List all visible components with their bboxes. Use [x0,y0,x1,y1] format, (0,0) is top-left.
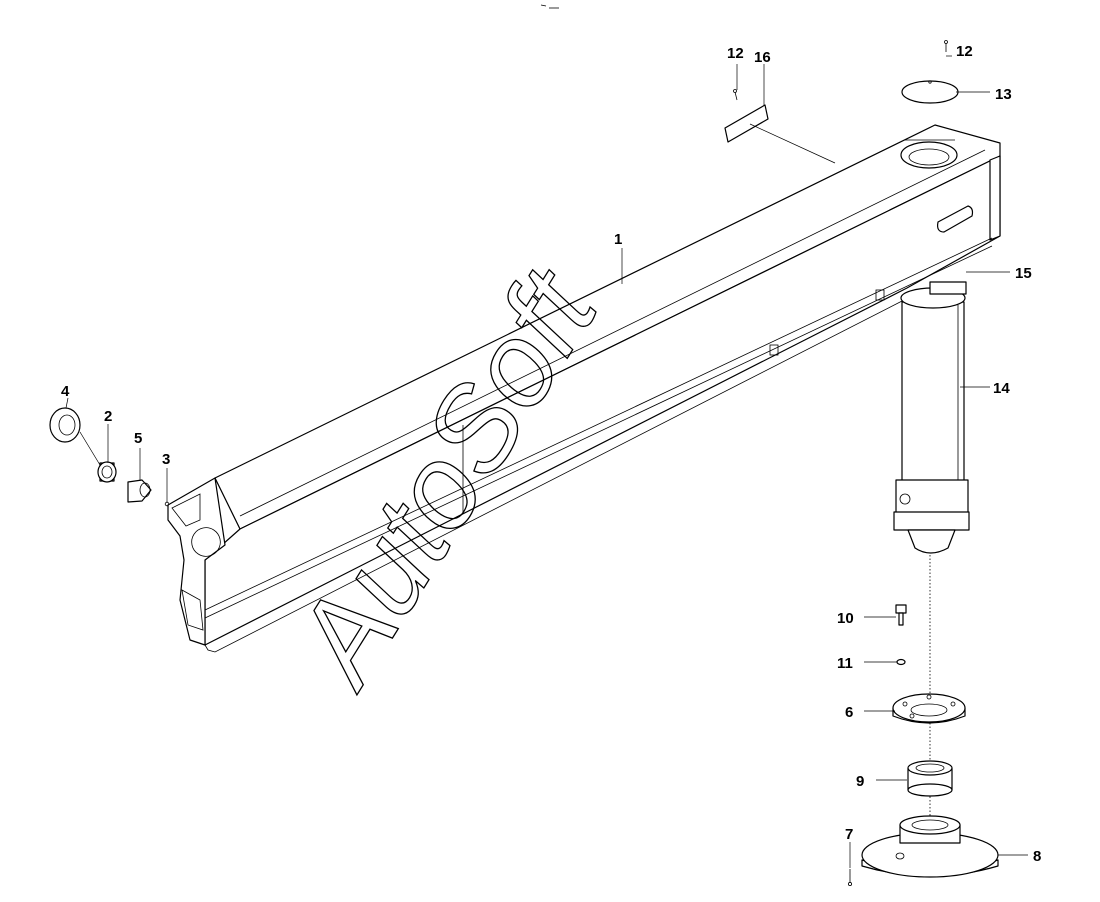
cover-cap[interactable] [901,80,959,104]
callout-11: 11 [837,655,853,672]
callout-14: 14 [993,380,1010,397]
bushing[interactable] [907,760,953,797]
callout-16: 16 [754,49,771,66]
top-mark [540,4,559,9]
column-joint[interactable] [893,479,970,554]
name-plate[interactable] [724,104,769,143]
callout-2: 2 [104,408,112,425]
callout-13: 13 [995,86,1012,103]
base-plate[interactable] [861,815,999,878]
callout-1: 1 [614,231,622,248]
boom-beam[interactable] [167,124,1001,653]
nut[interactable] [127,479,152,503]
callout-10: 10 [837,610,854,627]
callout-7: 7 [845,826,853,843]
leader-lines [65,55,1028,868]
bolt[interactable] [895,604,907,626]
screw-left[interactable] [733,89,738,101]
seal-ring[interactable] [49,407,81,443]
set-screw[interactable] [848,869,853,887]
flange[interactable] [892,693,966,724]
callout-15: 15 [1015,265,1032,282]
column-collar[interactable] [900,281,967,309]
washer[interactable] [896,658,906,666]
bearing[interactable] [97,461,117,483]
callout-8: 8 [1033,848,1041,865]
screw-right[interactable] [944,40,948,53]
callout-3: 3 [162,451,170,468]
callout-4: 4 [61,383,70,400]
column-tube[interactable] [901,301,965,483]
cotter-pin[interactable] [164,501,170,507]
callout-12-right: 12 [956,43,973,60]
callout-12-left: 12 [727,45,744,62]
callout-labels: 1 2 3 4 5 6 7 8 9 10 11 12 12 13 14 15 1… [61,43,1041,865]
callout-6: 6 [845,704,853,721]
callout-9: 9 [856,773,864,790]
callout-5: 5 [134,430,142,447]
